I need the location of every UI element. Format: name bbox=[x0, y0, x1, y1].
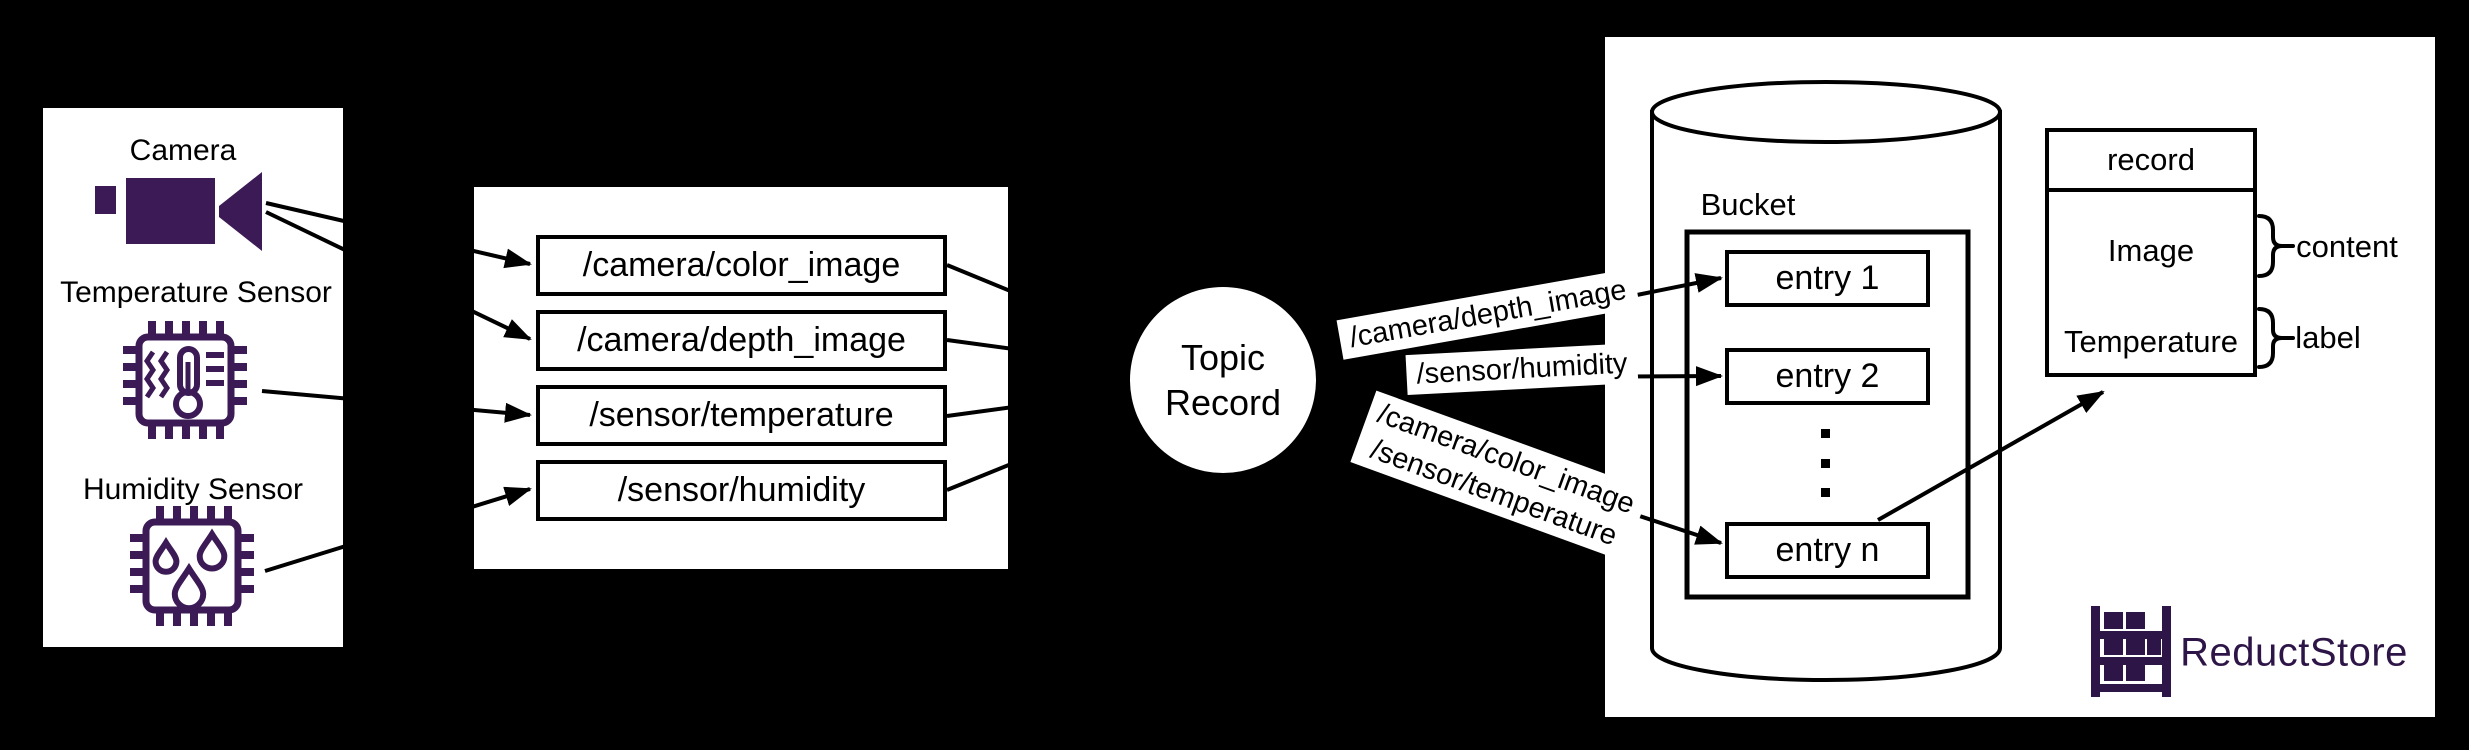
record-card-title: record bbox=[2049, 132, 2253, 192]
line-depth-image-to-record bbox=[946, 338, 1132, 367]
chip-droplets-icon bbox=[130, 506, 254, 626]
content-brace bbox=[2257, 214, 2283, 278]
record-row-temperature: Temperature bbox=[2063, 324, 2239, 359]
record-braces bbox=[2257, 214, 2295, 369]
arrow-entry-n-to-record-card bbox=[1877, 390, 2105, 522]
arrow-humidity-to-topic bbox=[264, 486, 532, 573]
line-humidity-to-record bbox=[946, 411, 1138, 492]
topic-depth-image-label: /camera/depth_image bbox=[577, 321, 906, 359]
sensor-to-topic-arrows bbox=[261, 201, 532, 573]
bucket-title: Bucket bbox=[1700, 187, 1796, 222]
entry-1-label: entry 1 bbox=[1775, 259, 1880, 297]
brand-name: ReductStore bbox=[2180, 630, 2408, 675]
topic-color-image-label: /camera/color_image bbox=[582, 246, 901, 284]
camera-label: Camera bbox=[129, 134, 237, 167]
vertical-ellipsis-icon bbox=[1821, 429, 1830, 497]
topic-box-humidity: /sensor/humidity bbox=[536, 460, 947, 521]
topic-temperature-label: /sensor/temperature bbox=[589, 396, 894, 434]
content-annotation: content bbox=[2296, 229, 2398, 264]
topic-box-depth-image: /camera/depth_image bbox=[536, 310, 947, 371]
arrow-temperature-to-topic bbox=[261, 389, 532, 423]
topic-record-label: Topic Record bbox=[1165, 335, 1281, 425]
humidity-sensor-label: Humidity Sensor bbox=[82, 473, 304, 506]
entry-1-box: entry 1 bbox=[1725, 250, 1930, 307]
chip-thermometer-icon bbox=[123, 321, 247, 439]
line-temperature-to-record bbox=[946, 389, 1132, 418]
arrow-camera-to-color-image bbox=[265, 201, 532, 269]
arrow-camera-to-depth-image bbox=[265, 210, 532, 341]
entry-n-label: entry n bbox=[1775, 531, 1880, 569]
line-color-image-to-record bbox=[946, 263, 1138, 345]
label-annotation: label bbox=[2295, 320, 2361, 355]
entry-2-box: entry 2 bbox=[1725, 348, 1930, 405]
record-card: record Image Temperature bbox=[2045, 128, 2257, 377]
record-row-image: Image bbox=[2107, 233, 2195, 268]
topic-box-temperature: /sensor/temperature bbox=[536, 385, 947, 446]
video-camera-icon bbox=[95, 172, 262, 251]
label-brace bbox=[2257, 307, 2283, 369]
topic-record-node: Topic Record bbox=[1130, 287, 1316, 473]
temperature-sensor-label: Temperature Sensor bbox=[60, 276, 332, 309]
topic-box-color-image: /camera/color_image bbox=[536, 235, 947, 296]
entry-2-label: entry 2 bbox=[1775, 357, 1880, 395]
topic-record-line2: Record bbox=[1164, 382, 1282, 423]
shelf-storage-icon bbox=[2091, 606, 2171, 697]
entry-n-box: entry n bbox=[1725, 522, 1930, 579]
topic-to-record-lines bbox=[946, 263, 1138, 492]
topic-humidity-label: /sensor/humidity bbox=[617, 471, 866, 509]
topic-record-line1: Topic bbox=[1180, 337, 1266, 378]
